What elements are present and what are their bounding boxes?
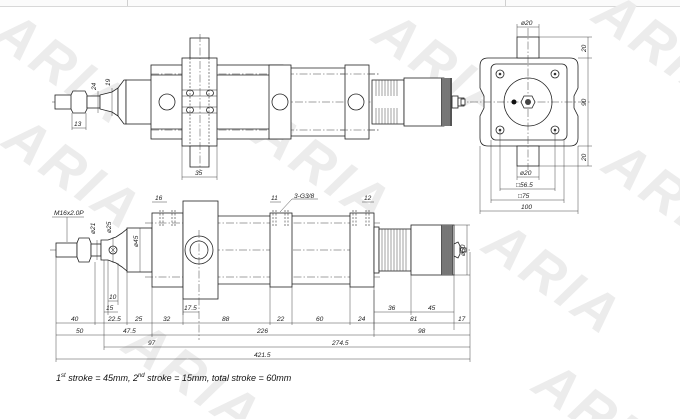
- svg-text:20: 20: [581, 153, 588, 162]
- svg-text:ø25: ø25: [106, 221, 113, 233]
- svg-text:35: 35: [195, 170, 203, 177]
- side-view: M16x2.0P 3-G3/8 ø21 ø25 ø45 ø50 16 11: [50, 193, 471, 362]
- svg-text:81: 81: [410, 316, 418, 323]
- svg-text:13: 13: [74, 121, 82, 128]
- svg-text:11: 11: [271, 195, 278, 202]
- svg-text:24: 24: [91, 82, 98, 91]
- svg-text:16: 16: [155, 195, 163, 202]
- svg-text:421.5: 421.5: [254, 352, 271, 359]
- svg-text:19: 19: [105, 78, 112, 86]
- side-view-labels: M16x2.0P 3-G3/8: [52, 193, 318, 242]
- svg-text:50: 50: [76, 328, 84, 335]
- top-view-dimensions: 24 19 13 35: [71, 78, 218, 180]
- svg-text:ARIA: ARIA: [591, 127, 680, 267]
- top-toolbar-edge: [0, 0, 680, 7]
- svg-text:17: 17: [458, 316, 466, 323]
- svg-text:ARIA: ARIA: [521, 347, 680, 419]
- svg-text:ø20: ø20: [521, 20, 533, 27]
- svg-text:ø21: ø21: [90, 222, 97, 234]
- svg-text:100: 100: [521, 204, 532, 211]
- svg-text:97: 97: [148, 340, 156, 347]
- svg-text:10: 10: [109, 294, 117, 301]
- svg-text:45: 45: [428, 305, 436, 312]
- svg-text:32: 32: [163, 316, 171, 323]
- svg-text:ARIA: ARIA: [581, 0, 680, 118]
- svg-text:25: 25: [134, 316, 143, 323]
- svg-text:ARIA: ARIA: [111, 307, 274, 419]
- svg-text:88: 88: [222, 316, 230, 323]
- svg-text:ø50: ø50: [460, 244, 467, 256]
- end-view-dimensions: ø20 20 90 20 ø20 □56.5 □75 100: [479, 20, 592, 214]
- svg-text:ø20: ø20: [520, 170, 532, 177]
- svg-text:□56.5: □56.5: [516, 182, 533, 189]
- svg-text:22.5: 22.5: [107, 316, 121, 323]
- toolbar-separator: [127, 0, 128, 6]
- svg-text:98: 98: [418, 328, 426, 335]
- svg-text:226: 226: [256, 328, 268, 335]
- svg-text:15: 15: [106, 305, 114, 312]
- svg-text:□75: □75: [518, 193, 530, 200]
- svg-text:60: 60: [316, 316, 324, 323]
- svg-text:36: 36: [388, 305, 396, 312]
- side-view-dimensions: ø21 ø25 ø45 ø50 16 11 12 10 15 17.: [55, 195, 471, 362]
- svg-text:20: 20: [581, 44, 588, 53]
- svg-text:22: 22: [276, 316, 285, 323]
- svg-text:17.5: 17.5: [184, 305, 197, 312]
- svg-text:40: 40: [71, 316, 79, 323]
- svg-text:ARIA: ARIA: [471, 207, 634, 347]
- svg-text:274.5: 274.5: [331, 340, 349, 347]
- top-view: 24 19 13 35: [52, 34, 470, 180]
- svg-text:ø45: ø45: [133, 235, 140, 247]
- stroke-note: 1st stroke = 45mm, 2nd stroke = 15mm, to…: [56, 373, 292, 383]
- svg-text:24: 24: [357, 316, 366, 323]
- end-view: ø20 20 90 20 ø20 □56.5 □75 100: [470, 20, 592, 214]
- toolbar-separator: [505, 0, 506, 6]
- svg-text:3-G3/8: 3-G3/8: [294, 193, 314, 200]
- svg-text:47.5: 47.5: [123, 328, 136, 335]
- svg-text:M16x2.0P: M16x2.0P: [54, 210, 84, 217]
- svg-text:12: 12: [364, 195, 372, 202]
- svg-text:90: 90: [581, 98, 588, 106]
